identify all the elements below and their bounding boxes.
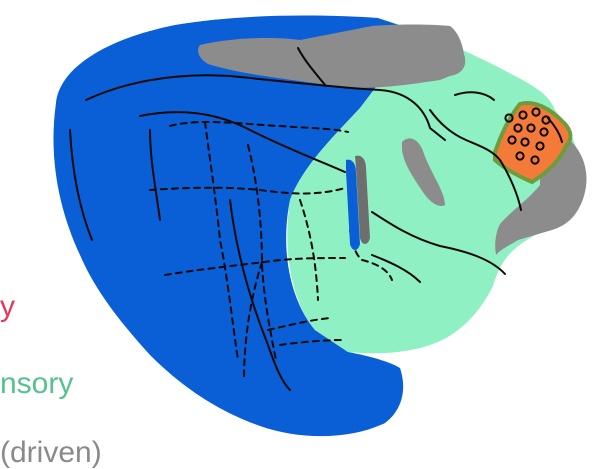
legend-label-1: y: [0, 292, 15, 322]
legend-label-2: nsory: [0, 369, 73, 399]
legend-label-3: (driven): [0, 438, 102, 468]
